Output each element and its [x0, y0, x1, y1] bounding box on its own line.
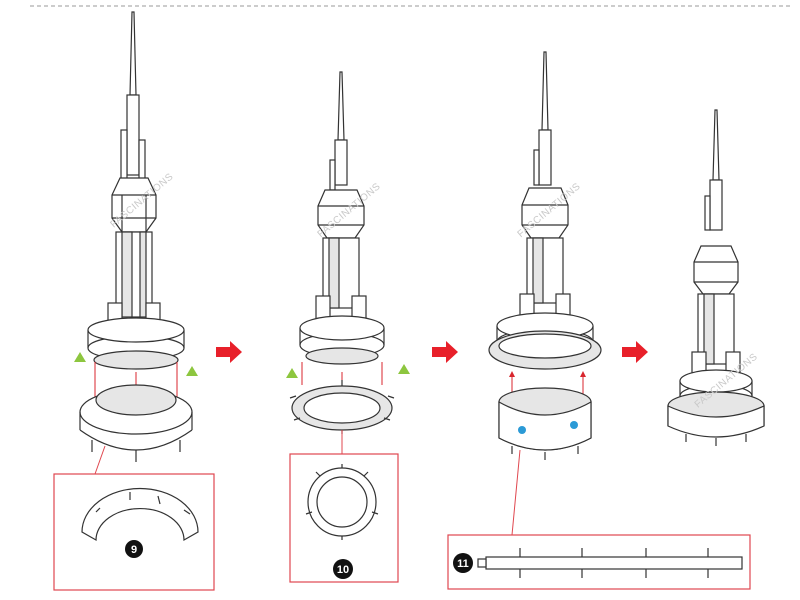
align-triangle [74, 352, 86, 362]
step-arrow-1 [216, 341, 242, 363]
tower-step-1 [87, 11, 185, 370]
step-4: FASCINATIONS [667, 109, 765, 446]
part-10-detail [305, 464, 379, 540]
part-number-9: 9 [131, 544, 137, 556]
callout-leader [94, 445, 106, 475]
part-9-detail [81, 487, 199, 542]
part-number-badge-10: 10 [333, 559, 353, 579]
callout-box-11 [447, 534, 751, 590]
tower-step-2 [299, 71, 385, 365]
part-10-ring [289, 380, 395, 434]
step-1: FASCINATIONS [53, 11, 215, 591]
align-triangle [286, 368, 298, 378]
step-arrow-3 [622, 341, 648, 363]
step-3: FASCINATIONS 11 [447, 51, 751, 590]
part-number-10: 10 [337, 564, 349, 576]
align-triangle [186, 366, 198, 376]
tab-dot [570, 421, 578, 429]
callout-box-9 [53, 473, 215, 591]
part-number-badge-11: 11 [453, 553, 473, 573]
tower-step-4-final [667, 109, 765, 446]
part-number-badge-9: 9 [125, 540, 143, 558]
part-number-11: 11 [457, 558, 469, 570]
callout-box-10 [289, 453, 399, 583]
align-triangle [398, 364, 410, 374]
part-11-detail [477, 548, 743, 578]
callout-leader [511, 449, 521, 536]
step-2: FASCINATIONS 10 [286, 71, 410, 583]
part-11-band [498, 387, 592, 460]
part-9-ring [79, 384, 193, 462]
tab-dot [518, 426, 526, 434]
tower-step-3 [488, 51, 602, 370]
step-arrow-2 [432, 341, 458, 363]
